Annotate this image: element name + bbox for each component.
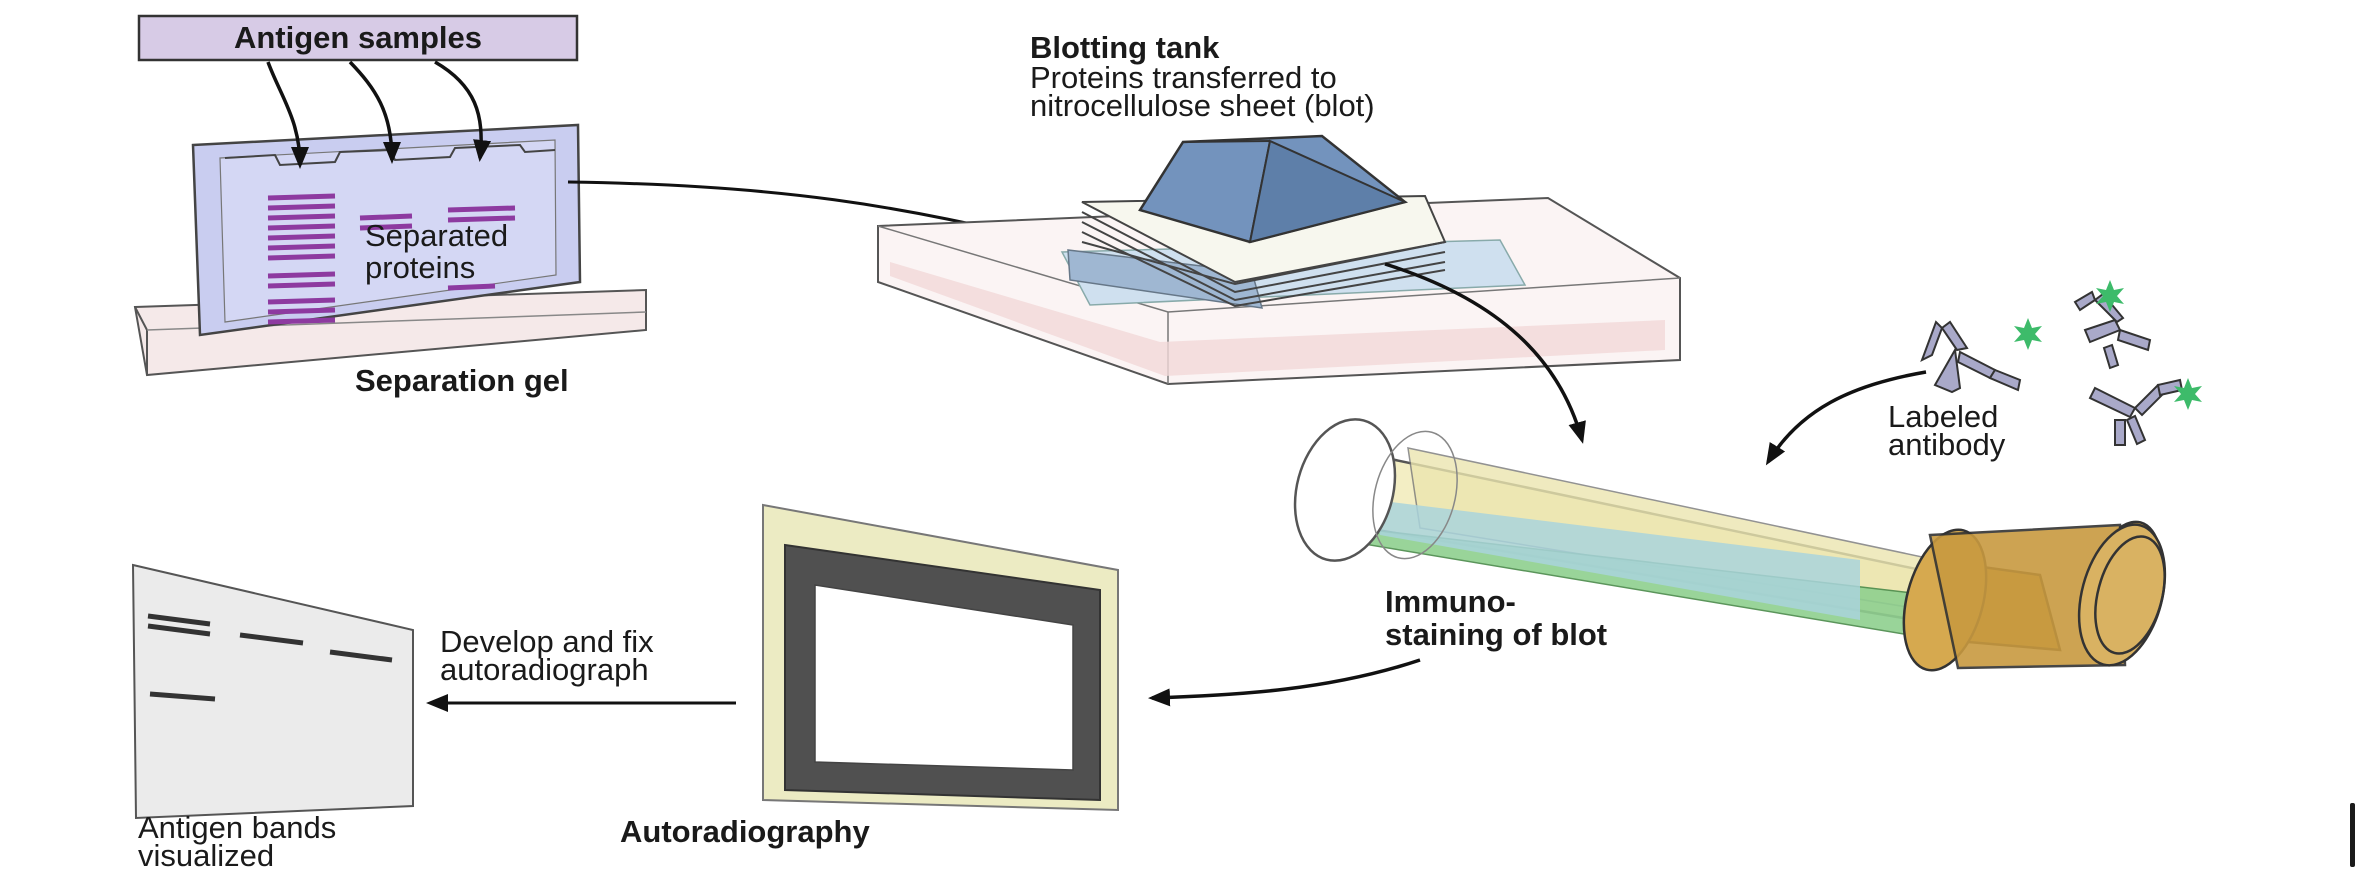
antibody-icon-1 <box>1920 320 2022 394</box>
antigen-bands-label-2: visualized <box>138 838 274 873</box>
develop-label: Develop and fix <box>440 624 654 659</box>
labeled-antibody-label: Labeled <box>1888 399 1998 434</box>
antigen-bands-label: Antigen bands <box>138 810 336 845</box>
film-window <box>814 584 1074 771</box>
tube-to-film-arrow <box>1148 658 1421 707</box>
autoradiography-group: Autoradiography <box>620 503 1119 849</box>
blotting-tank-desc-1: Proteins transferred to <box>1030 60 1337 95</box>
immunostaining-label: Immuno- <box>1385 584 1516 619</box>
separation-gel-group: Separated proteins Separation gel <box>133 123 647 398</box>
tube-open-end <box>1293 418 1397 562</box>
sample-arrow-2 <box>348 60 401 164</box>
develop-label-2: autoradiograph <box>440 652 649 687</box>
autoradiography-label: Autoradiography <box>620 814 870 849</box>
protein-bands <box>267 193 516 325</box>
scroll-indicator[interactable] <box>2350 803 2355 867</box>
antigen-bands <box>147 613 393 702</box>
separated-proteins-label-2: proteins <box>365 250 475 285</box>
separation-gel-label: Separation gel <box>355 363 569 398</box>
result-sheet <box>131 563 414 820</box>
antibody-label-icons <box>2014 280 2202 410</box>
antibody-to-tube-arrow <box>1765 370 1927 466</box>
antigen-samples-label: Antigen samples <box>234 20 482 55</box>
labeled-antibody-label-2: antibody <box>1888 427 2006 462</box>
immunostaining-label-2: staining of blot <box>1385 617 1607 652</box>
blotting-tank-desc-2: nitrocellulose sheet (blot) <box>1030 88 1375 123</box>
tank-to-tube-arrow <box>1384 262 1586 444</box>
result-sheet-group: Antigen bands visualized <box>131 563 414 873</box>
staining-tube-group: Immuno- staining of blot <box>1293 418 2167 672</box>
antigen-samples-box <box>137 14 579 62</box>
sample-arrow-3 <box>434 60 492 162</box>
blotting-tank-title: Blotting tank <box>1030 30 1220 65</box>
antibody-icon-3 <box>2088 378 2184 446</box>
labeled-antibody-group: Labeled antibody <box>1888 280 2202 462</box>
blotting-tank-group: Blotting tank Proteins transferred to ni… <box>877 30 1681 386</box>
separated-proteins-label: Separated <box>365 218 508 253</box>
sample-arrow-1 <box>266 61 309 169</box>
antigen-samples-group: Antigen samples <box>137 14 579 169</box>
